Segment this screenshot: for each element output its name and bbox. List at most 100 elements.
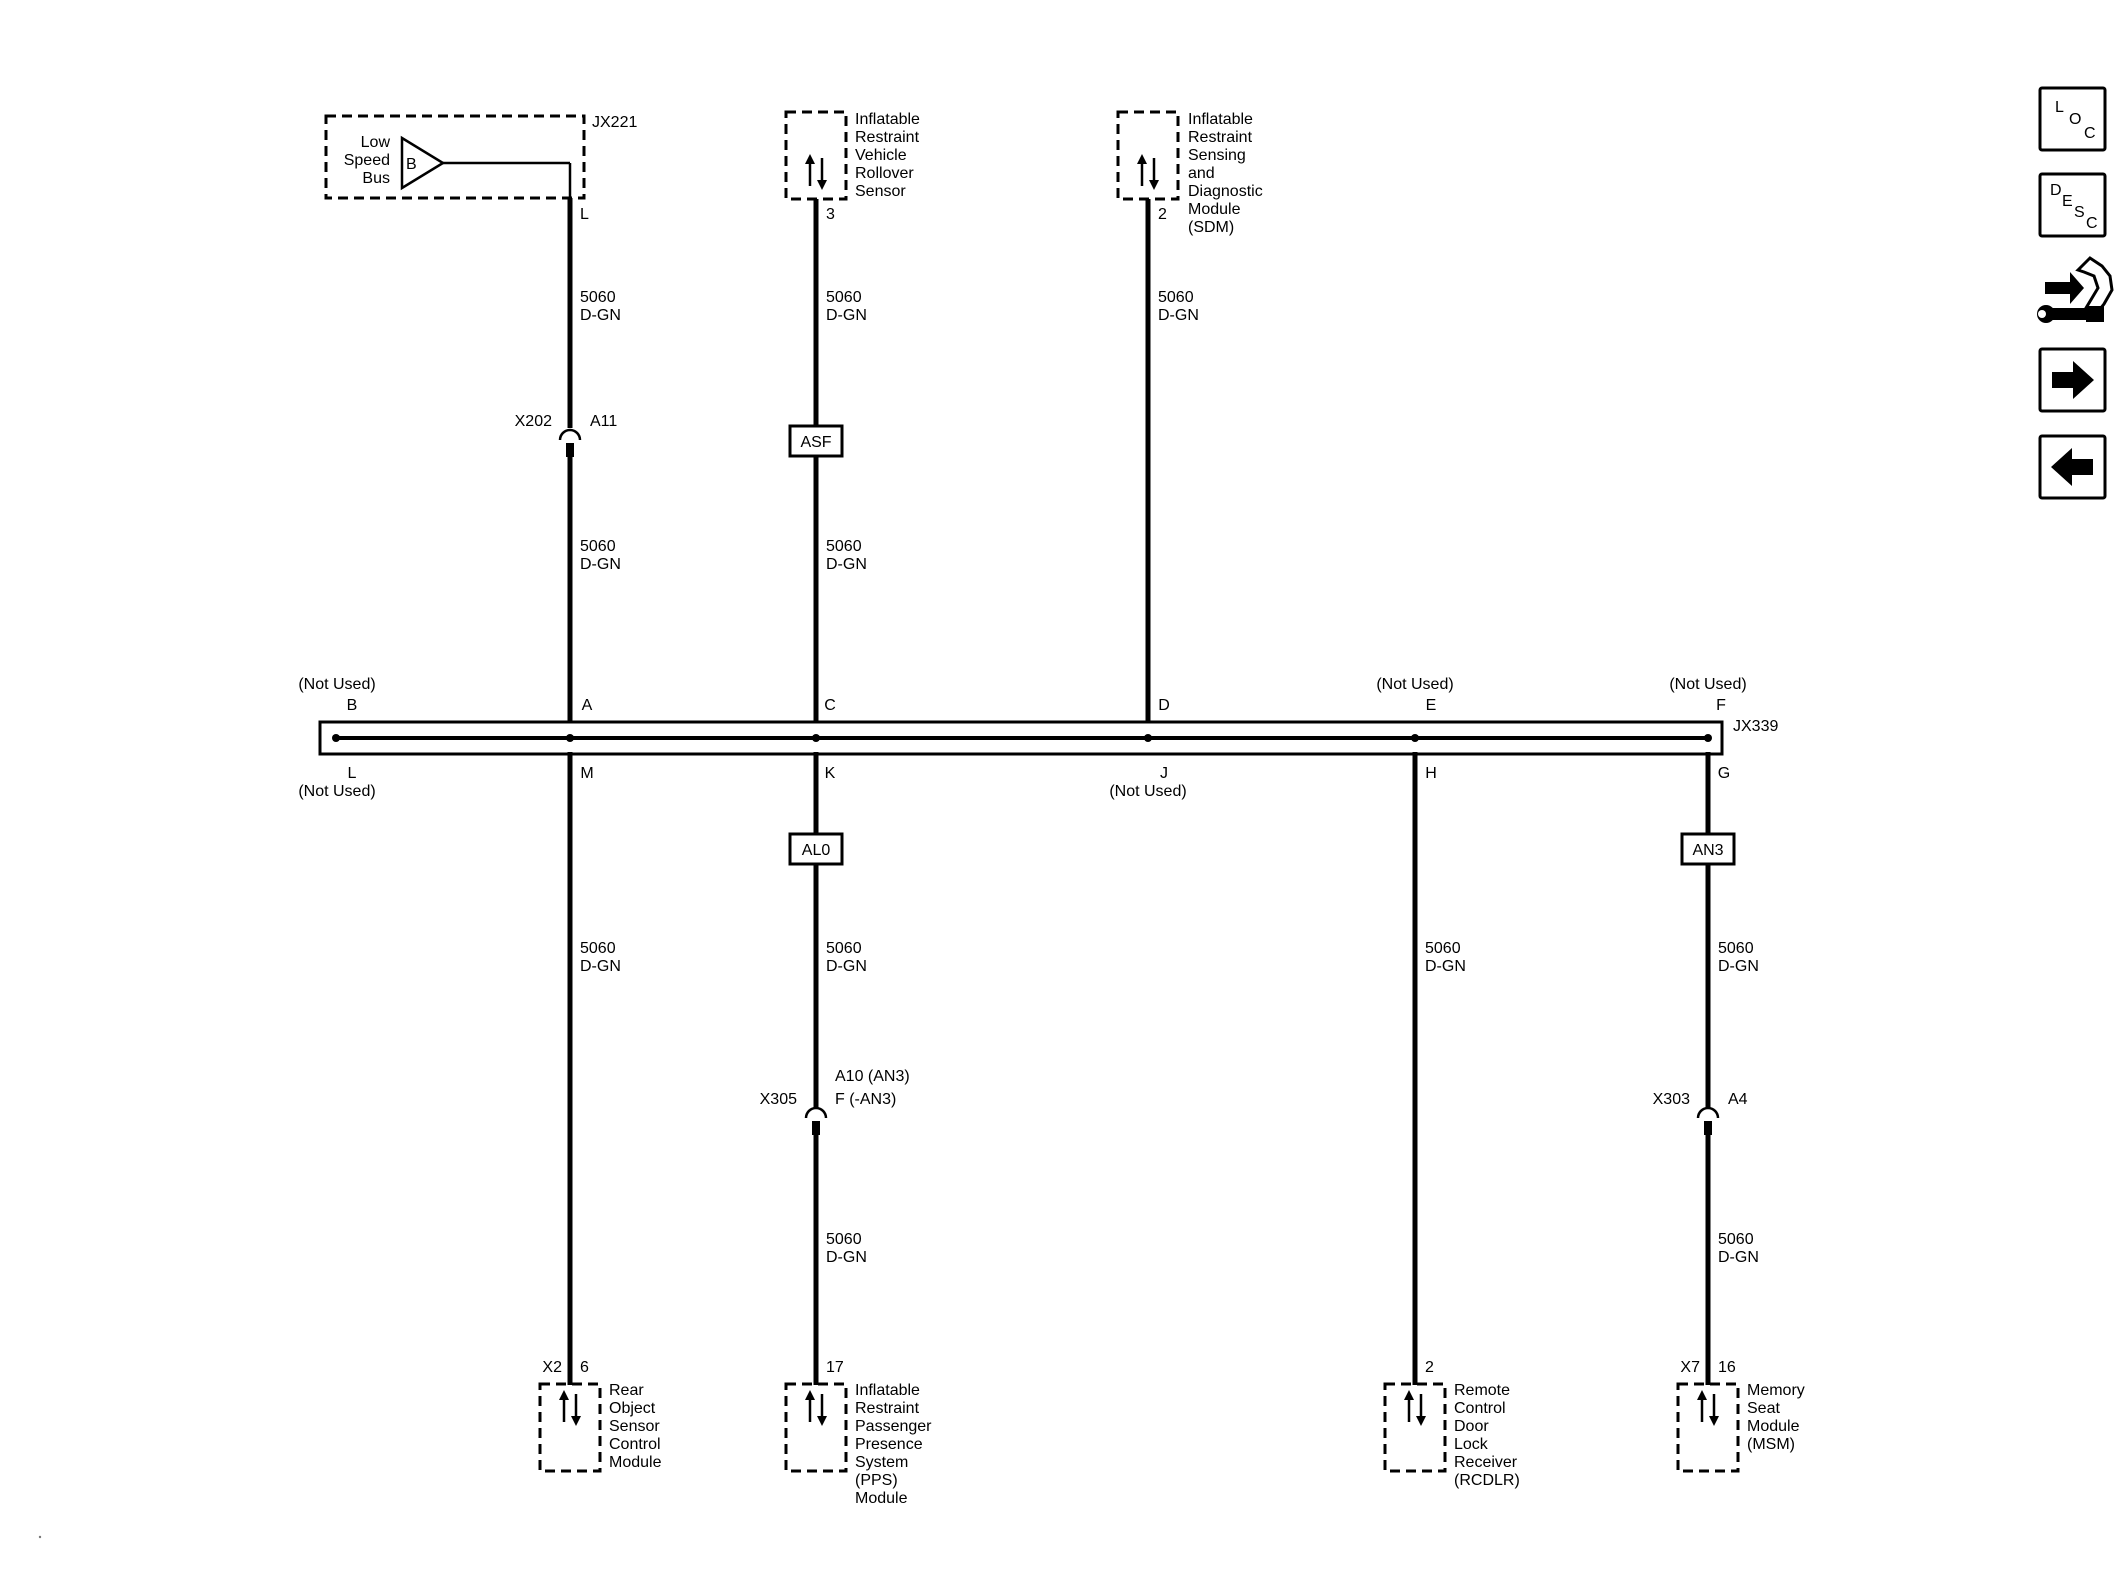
sdm-line3: Sensing [1188, 147, 1246, 164]
pin-a: A [582, 697, 593, 714]
wire-label-color: D-GN [580, 556, 621, 573]
wire-label-color: D-GN [1158, 307, 1199, 324]
rear-object-connector: X2 [542, 1359, 562, 1376]
x305-pin-line1: A10 (AN3) [835, 1068, 910, 1085]
rcdlr-line4: Lock [1454, 1436, 1489, 1453]
wire-label-circuit: 5060 [580, 289, 616, 306]
low-speed-bus-line2: Speed [344, 152, 390, 169]
rear-object-line1: Rear [609, 1382, 644, 1399]
pps-line1: Inflatable [855, 1382, 920, 1399]
x303-inline-connector: X303 A4 [1653, 1091, 1748, 1135]
low-speed-bus-source: Low Speed Bus B JX221 L [324, 114, 637, 223]
wire-label-circuit: 5060 [1425, 940, 1461, 957]
arrow-left-icon [2051, 448, 2093, 486]
pps-line2: Restraint [855, 1400, 920, 1417]
sdm-line1: Inflatable [1188, 111, 1253, 128]
pin-j: J [1160, 765, 1168, 782]
not-used-f: (Not Used) [1669, 676, 1746, 693]
pps-module: 17 Inflatable Restraint Passenger Presen… [784, 1359, 932, 1507]
pin-h: H [1425, 765, 1437, 782]
wire-label-circuit: 5060 [826, 289, 862, 306]
svg-text:C: C [2084, 125, 2096, 142]
rear-object-line2: Object [609, 1400, 656, 1417]
wire-label-circuit: 5060 [826, 538, 862, 555]
bus-arrow-letter: B [406, 156, 417, 173]
wire-label-color: D-GN [826, 1249, 867, 1266]
x305-name: X305 [760, 1091, 797, 1108]
wire-label-color: D-GN [580, 958, 621, 975]
nav-connector-button[interactable] [2037, 256, 2114, 323]
x305-inline-connector: X305 A10 (AN3) F (-AN3) [760, 1068, 910, 1135]
pps-line4: Presence [855, 1436, 923, 1453]
sdm-line4: and [1188, 165, 1215, 182]
x303-pin: A4 [1728, 1091, 1748, 1108]
wire-label-color: D-GN [826, 307, 867, 324]
svg-text:D: D [2050, 182, 2062, 199]
rollover-line5: Sensor [855, 183, 906, 200]
x202-pin: A11 [590, 413, 617, 430]
bus-arrow-icon [400, 135, 446, 191]
sdm-module: Inflatable Restraint Sensing and Diagnos… [1116, 110, 1263, 236]
svg-text:O: O [2069, 111, 2081, 128]
rcdlr-module: 2 Remote Control Door Lock Receiver (RCD… [1383, 1359, 1520, 1489]
nav-next-button[interactable] [2038, 347, 2107, 413]
x202-inline-connector: X202 A11 [515, 413, 617, 457]
arrow-right-icon [2052, 361, 2094, 399]
nav-prev-button[interactable] [2038, 434, 2107, 500]
x303-name: X303 [1653, 1091, 1690, 1108]
wire-label-color: D-GN [1718, 958, 1759, 975]
svg-text:C: C [2086, 215, 2098, 232]
wire-label-circuit: 5060 [1718, 1231, 1754, 1248]
option-asf: ASF [788, 424, 844, 458]
option-al0-label: AL0 [802, 842, 831, 859]
pin-d: D [1158, 697, 1170, 714]
rollover-line3: Vehicle [855, 147, 907, 164]
sdm-line6: Module [1188, 201, 1241, 218]
msm-module: X7 16 Memory Seat Module (MSM) [1676, 1359, 1805, 1473]
rollover-sensor-module: Inflatable Restraint Vehicle Rollover Se… [784, 110, 920, 223]
option-an3-label: AN3 [1692, 842, 1723, 859]
msm-connector: X7 [1680, 1359, 1700, 1376]
low-speed-bus-line3: Bus [362, 170, 390, 187]
option-al0: AL0 [788, 832, 844, 866]
x202-name: X202 [515, 413, 552, 430]
rcdlr-line6: (RCDLR) [1454, 1472, 1520, 1489]
wire-label-circuit: 5060 [1158, 289, 1194, 306]
rollover-line2: Restraint [855, 129, 920, 146]
sdm-line7: (SDM) [1188, 219, 1234, 236]
connector-wrench-icon [2037, 256, 2114, 323]
not-used-b: (Not Used) [298, 676, 375, 693]
pin-m: M [580, 765, 593, 782]
wire-label-circuit: 5060 [826, 940, 862, 957]
wire-label-color: D-GN [826, 958, 867, 975]
rcdlr-line2: Control [1454, 1400, 1506, 1417]
svg-text:S: S [2074, 204, 2085, 221]
wire-label-color: D-GN [826, 556, 867, 573]
rear-object-line5: Module [609, 1454, 662, 1471]
sdm-pin: 2 [1158, 206, 1167, 223]
msm-line3: Module [1747, 1418, 1800, 1435]
nav-loc-button[interactable]: L O C [2038, 86, 2107, 152]
pps-pin: 17 [826, 1359, 844, 1376]
wire-label-circuit: 5060 [826, 1231, 862, 1248]
pin-g: G [1718, 765, 1730, 782]
pin-b: B [347, 697, 358, 714]
jx221-label: JX221 [592, 114, 637, 131]
svg-text:E: E [2062, 193, 2073, 210]
msm-line4: (MSM) [1747, 1436, 1795, 1453]
sdm-line2: Restraint [1188, 129, 1253, 146]
jx339-label: JX339 [1733, 718, 1778, 735]
rollover-line1: Inflatable [855, 111, 920, 128]
nav-desc-button[interactable]: D E S C [2038, 172, 2107, 238]
rear-object-line4: Control [609, 1436, 661, 1453]
rear-object-pin: 6 [580, 1359, 589, 1376]
rcdlr-line5: Receiver [1454, 1454, 1518, 1471]
x305-pin-line2: F (-AN3) [835, 1091, 896, 1108]
pps-line3: Passenger [855, 1418, 932, 1435]
rollover-line4: Rollover [855, 165, 914, 182]
rcdlr-line3: Door [1454, 1418, 1489, 1435]
rear-object-line3: Sensor [609, 1418, 660, 1435]
wire-label-color: D-GN [1718, 1249, 1759, 1266]
rear-object-sensor-module: X2 6 Rear Object Sensor Control Module [538, 1359, 662, 1473]
